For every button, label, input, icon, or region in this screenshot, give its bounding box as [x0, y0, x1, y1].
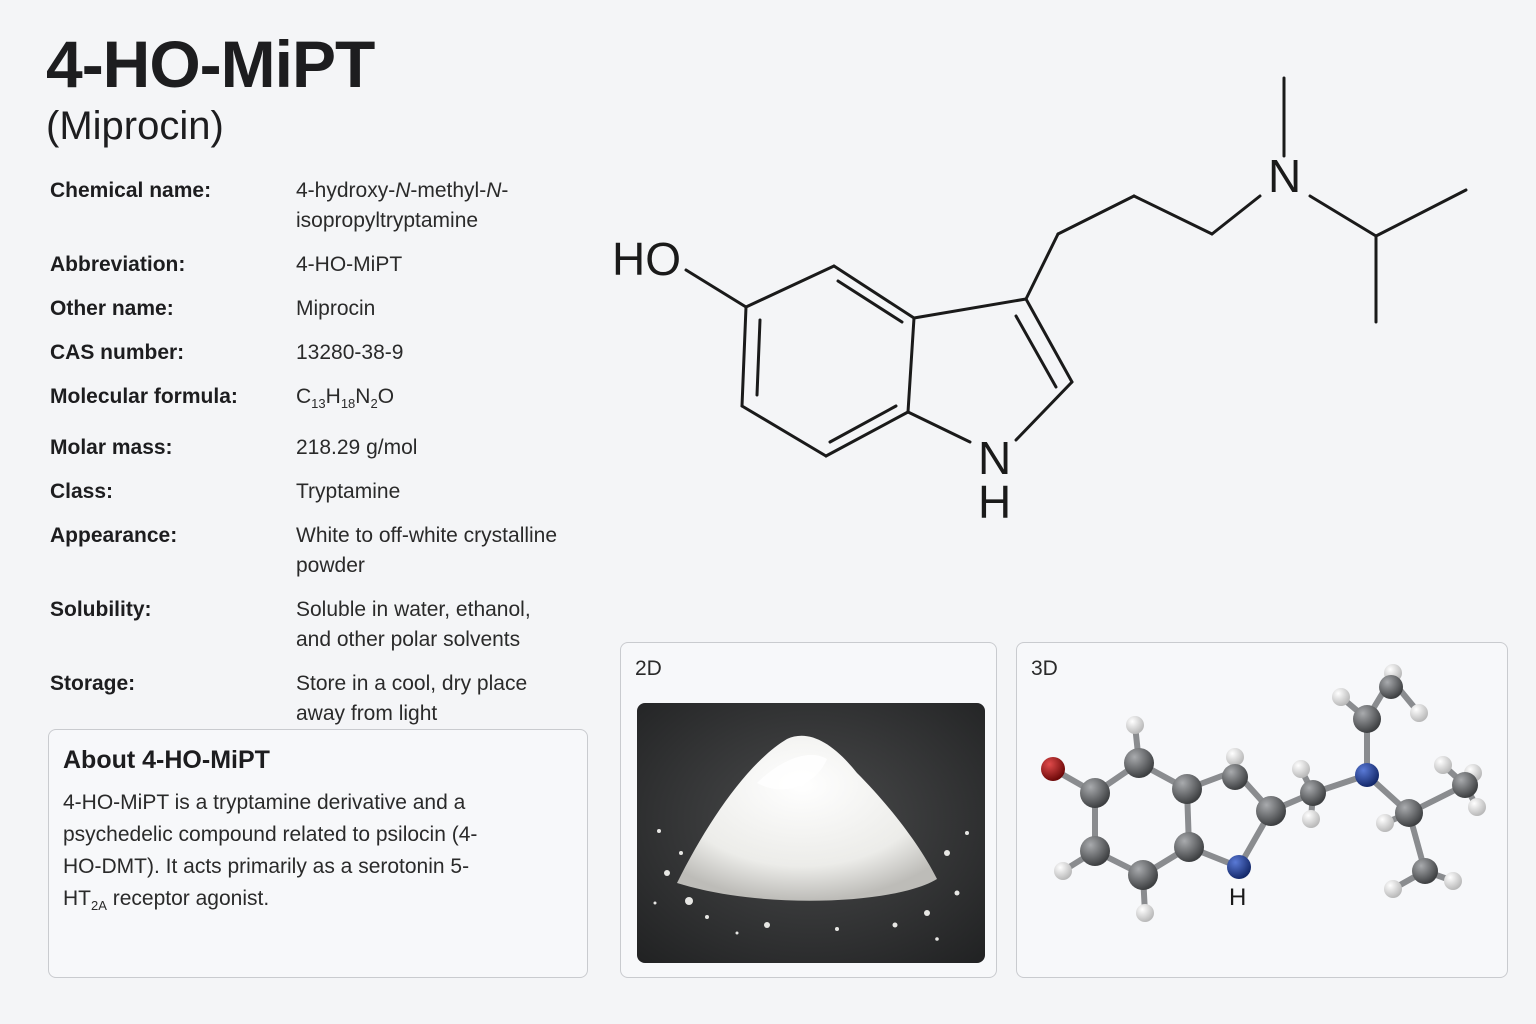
card-3d-label: 3D	[1031, 657, 1058, 680]
property-row: CAS number: 13280-38-9	[50, 338, 570, 368]
property-key: Appearance:	[50, 524, 178, 548]
property-value: 13280-38-9	[296, 341, 404, 364]
property-value: Soluble in water, ethanol, and other pol…	[296, 598, 531, 652]
property-row: Molecular formula: C13H18N2O	[50, 382, 570, 419]
page-title: 4-HO-MiPT	[46, 27, 375, 101]
property-value: Tryptamine	[296, 480, 401, 504]
property-key: Chemical name:	[50, 179, 212, 202]
property-value: 218.29 g/mol	[296, 436, 418, 460]
property-key: Solubility:	[50, 598, 152, 622]
card-2d: 2D	[620, 642, 997, 978]
card-2d-label: 2D	[635, 657, 662, 680]
atom-label-n-amine: N	[1268, 150, 1301, 202]
property-key: Other name:	[50, 297, 174, 320]
property-key: Storage:	[50, 672, 136, 696]
about-text: 4-HO-MiPT is a tryptamine derivative and…	[63, 791, 478, 914]
property-key: CAS number:	[50, 341, 185, 364]
atom-label-ho: HO	[612, 233, 681, 285]
property-key: Abbreviation:	[50, 253, 186, 276]
page-subtitle: (Miprocin)	[46, 104, 224, 148]
property-key: Class:	[50, 480, 114, 504]
property-value: Miprocin	[296, 297, 376, 320]
atom-label-n-ring: N	[978, 432, 1011, 484]
property-value: Store in a cool, dry place away from lig…	[296, 672, 528, 726]
property-value-chemical-name: 4-hydroxy-N-methyl-N-isopropyltryptamine	[296, 179, 509, 232]
property-row: Other name: Miprocin	[50, 294, 570, 324]
property-row: Solubility: Soluble in water, ethanol, a…	[50, 595, 570, 655]
property-row: Chemical name: 4-hydroxy-N-methyl-N-isop…	[50, 176, 570, 236]
property-value: White to off-white crystalline powder	[296, 524, 558, 578]
property-row: Appearance: White to off-white crystalli…	[50, 521, 570, 581]
about-panel: About 4-HO-MiPT 4-HO-MiPT is a tryptamin…	[48, 729, 588, 978]
property-key: Molar mass:	[50, 436, 173, 460]
property-row: Storage: Store in a cool, dry place away…	[50, 669, 570, 729]
structural-formula: HO N N H	[612, 76, 1468, 528]
powder-photo	[637, 703, 985, 963]
about-heading: About 4-HO-MiPT	[63, 746, 270, 774]
property-row: Class: Tryptamine	[50, 477, 570, 507]
property-row: Abbreviation: 4-HO-MiPT	[50, 250, 570, 280]
properties-table: Chemical name: 4-hydroxy-N-methyl-N-isop…	[50, 176, 570, 743]
ball-and-stick-model: H	[1041, 664, 1486, 922]
property-value-formula: C13H18N2O	[296, 385, 395, 412]
property-key: Molecular formula:	[50, 385, 238, 408]
card-3d: 3D	[1016, 642, 1508, 978]
model-h-label: H	[1229, 884, 1246, 911]
property-row: Molar mass: 218.29 g/mol	[50, 433, 570, 463]
property-value: 4-HO-MiPT	[296, 253, 403, 276]
atom-label-h-ring: H	[978, 476, 1011, 528]
